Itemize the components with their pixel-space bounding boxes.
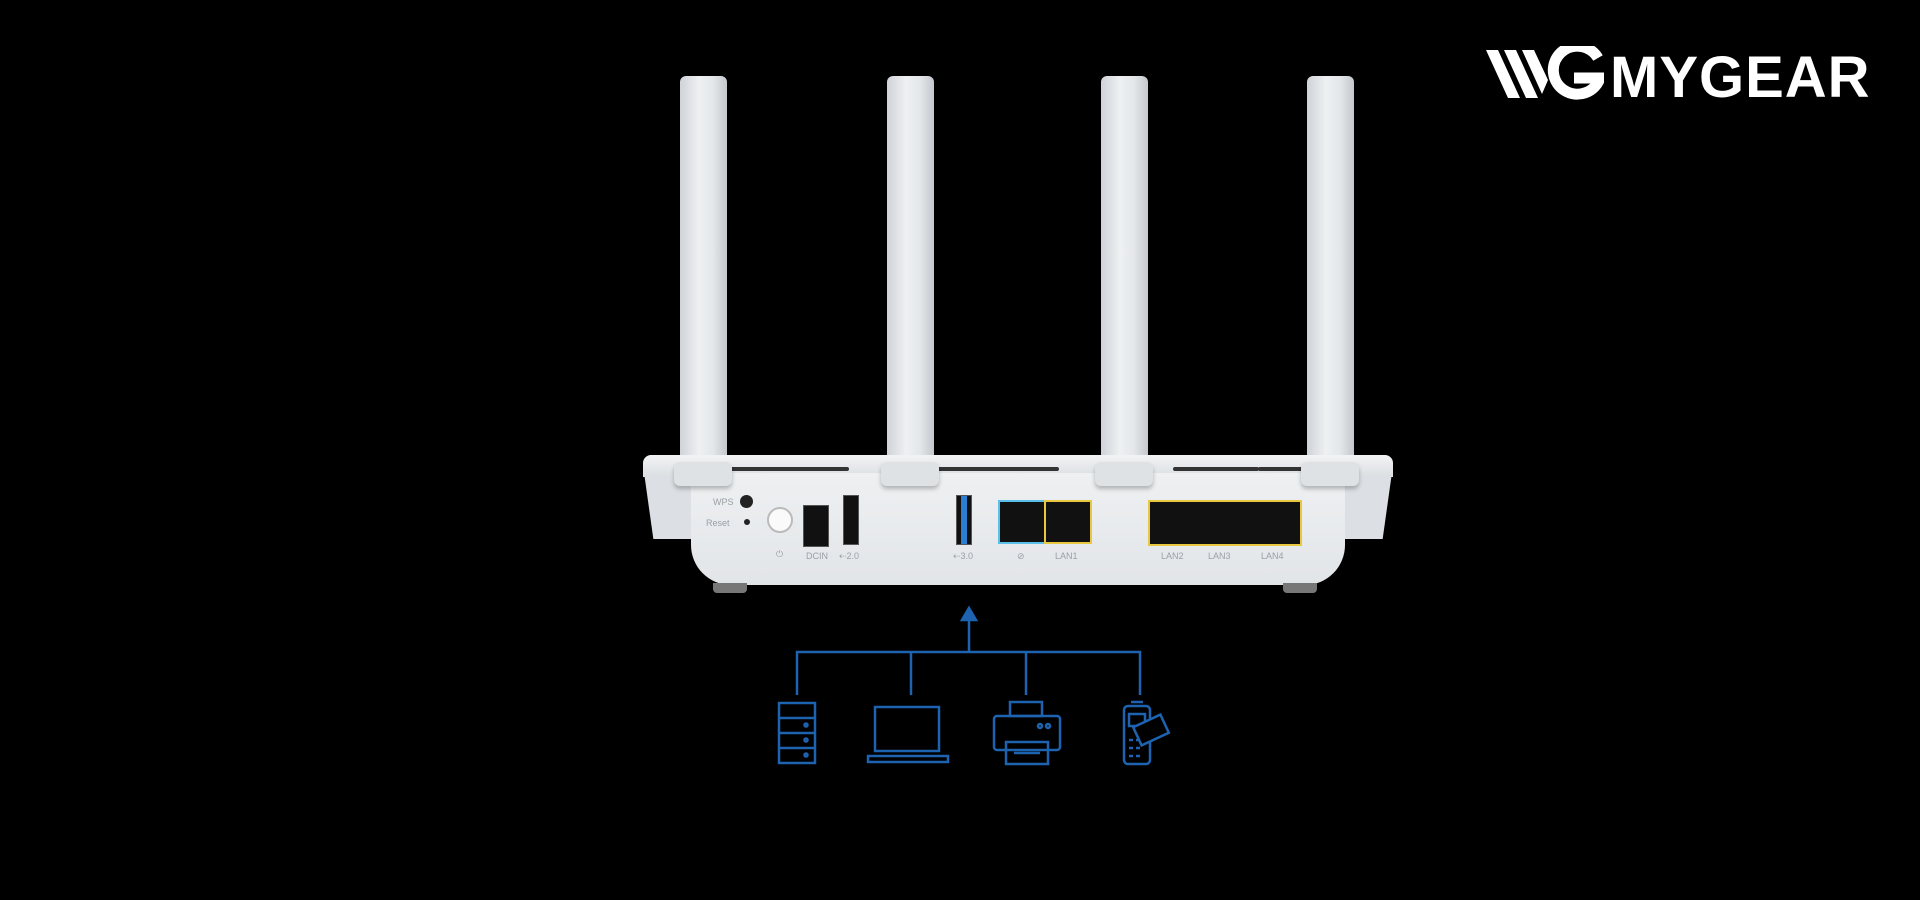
antenna — [680, 76, 727, 496]
antenna — [887, 76, 934, 496]
lan4-label: LAN4 — [1261, 551, 1284, 561]
laptop-icon — [866, 705, 950, 764]
wan-label: ⊘ — [1017, 551, 1025, 561]
reset-label: Reset — [706, 518, 730, 528]
wps-button[interactable] — [740, 495, 753, 508]
usb3-label: ⇠3.0 — [953, 551, 974, 561]
arrow-up-icon — [959, 605, 979, 622]
printer-icon — [992, 700, 1062, 766]
antenna — [1101, 76, 1148, 496]
dcin-label: DCIN — [806, 551, 828, 561]
logo-mark-icon — [1486, 46, 1604, 100]
wan-port — [998, 500, 1046, 544]
wps-label: WPS — [713, 497, 734, 507]
lan-port-group — [1148, 500, 1302, 546]
usb2-port — [843, 495, 859, 545]
server-icon — [777, 701, 817, 765]
lan1-label: LAN1 — [1055, 551, 1078, 561]
antenna-base — [881, 462, 939, 486]
router-back-panel: WPS Reset ⏻ DCIN ⇠2.0 ⇠3.0 ⊘ LAN1 LAN2 L… — [643, 455, 1393, 593]
reset-button[interactable] — [744, 519, 750, 525]
pos-terminal-icon — [1122, 700, 1171, 766]
usb2-label: ⇠2.0 — [839, 551, 860, 561]
antenna-base — [674, 462, 732, 486]
power-button[interactable] — [767, 507, 793, 533]
antenna-base — [1095, 462, 1153, 486]
connection-diagram — [777, 605, 1171, 766]
power-label: ⏻ — [776, 549, 784, 559]
antenna — [1307, 76, 1354, 496]
lan3-label: LAN3 — [1208, 551, 1231, 561]
dc-in-port — [803, 505, 829, 547]
antenna-base — [1301, 462, 1359, 486]
lan2-label: LAN2 — [1161, 551, 1184, 561]
brand-name: MYGEAR — [1610, 45, 1871, 110]
lan1-port — [1044, 500, 1092, 544]
usb3-port — [956, 495, 972, 545]
